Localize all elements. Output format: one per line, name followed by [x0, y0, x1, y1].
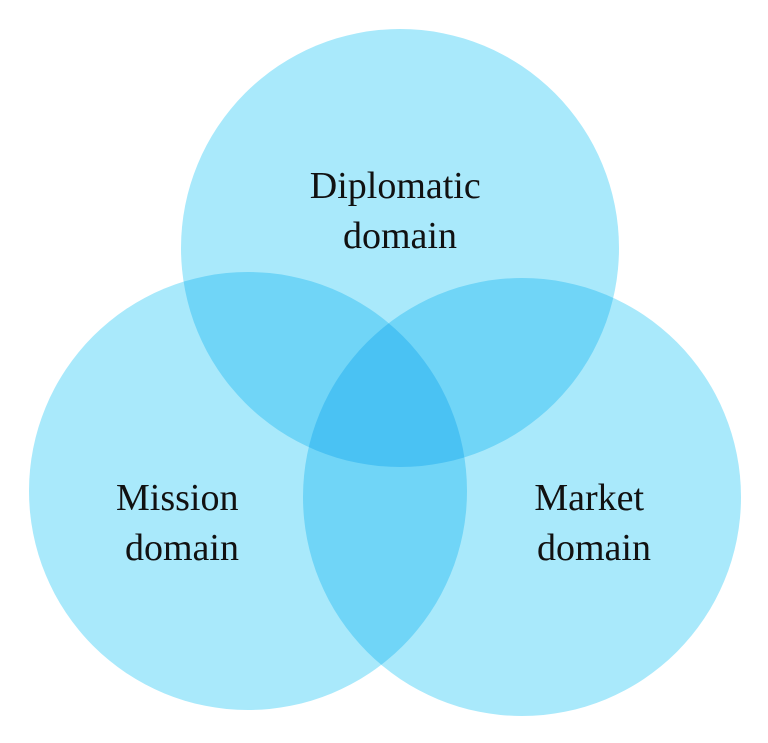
market-domain-circle [303, 278, 741, 716]
mission-domain-label-line1: Mission [116, 477, 238, 519]
diplomatic-domain-label-line2: domain [343, 215, 457, 257]
market-domain-label: Market domain [534, 477, 653, 569]
diplomatic-domain-label-line1: Diplomatic [310, 165, 481, 207]
market-domain-label-line2: domain [537, 527, 651, 569]
market-domain-label-line1: Market [534, 477, 644, 519]
mission-domain-label: Mission domain [116, 477, 248, 569]
mission-domain-label-line2: domain [125, 527, 239, 569]
diplomatic-domain-label: Diplomatic domain [310, 165, 490, 257]
